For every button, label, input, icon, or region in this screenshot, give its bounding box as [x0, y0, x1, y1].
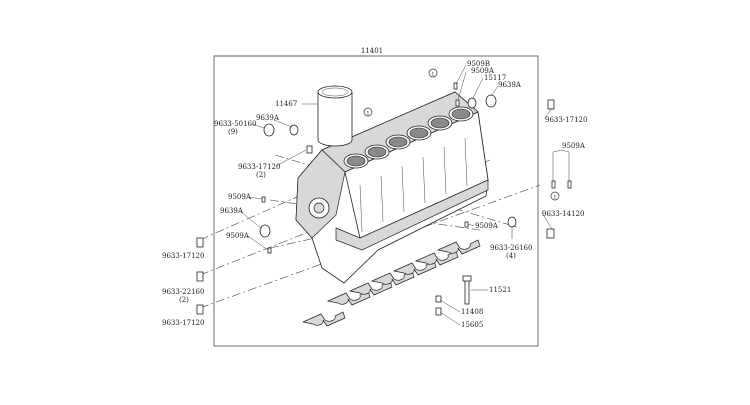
small-parts	[196, 82, 572, 316]
label-9509b: 9509B	[467, 60, 490, 68]
label-15117: 15117	[484, 74, 506, 82]
label-9509a-left1: 9509A	[228, 193, 252, 201]
label-9639a-left: 9639A	[256, 114, 280, 122]
label-9633-17120-bl1: 9633-17120	[162, 252, 204, 260]
callout-2: 1	[366, 111, 369, 117]
label-11408: 11408	[461, 308, 483, 316]
leader-lines	[239, 64, 570, 326]
callout-3: 1	[553, 195, 556, 201]
label-9509a-mid: 9509A	[475, 222, 499, 230]
block-ribs	[359, 137, 468, 233]
cylinder-liner	[317, 85, 353, 147]
label-9633-22160: 9633-22160	[162, 288, 204, 296]
label-11401: 11401	[361, 47, 383, 55]
label-9633-50160-qty: (9)	[228, 128, 238, 136]
label-9633-26160-qty: (4)	[506, 252, 516, 260]
label-9509a-left2: 9509A	[226, 232, 250, 240]
label-9633-17120-right: 9633-17120	[545, 116, 587, 124]
label-11467: 11467	[275, 100, 297, 108]
label-15605: 15605	[461, 321, 483, 329]
engine-block	[295, 91, 489, 284]
callout-markers: 1 1 1	[363, 68, 560, 201]
label-9509a-right: 9509A	[562, 142, 586, 150]
label-9639a-right: 9639A	[498, 81, 522, 89]
cylinder-bores	[343, 106, 474, 169]
label-9633-17120-bl2: 9633-17120	[162, 319, 204, 327]
label-9633-17120-left-qty: (2)	[256, 171, 266, 179]
label-9633-17120-left: 9633-17120	[238, 163, 280, 171]
label-9633-22160-qty: (2)	[179, 296, 189, 304]
label-9639a-left2: 9639A	[220, 207, 244, 215]
label-9633-26160: 9633-26160	[490, 244, 532, 252]
bearing-caps	[301, 239, 481, 327]
part-labels: 9509B 9509A 15117 9639A 9633-17120 11467…	[162, 60, 587, 329]
label-11521: 11521	[489, 286, 511, 294]
label-9633-14120: 9633-14120	[542, 210, 584, 218]
callout-1: 1	[431, 72, 434, 78]
diagram-frame	[213, 55, 539, 347]
label-9509a-top: 9509A	[471, 67, 495, 75]
label-9633-50160: 9633-50160	[214, 120, 256, 128]
